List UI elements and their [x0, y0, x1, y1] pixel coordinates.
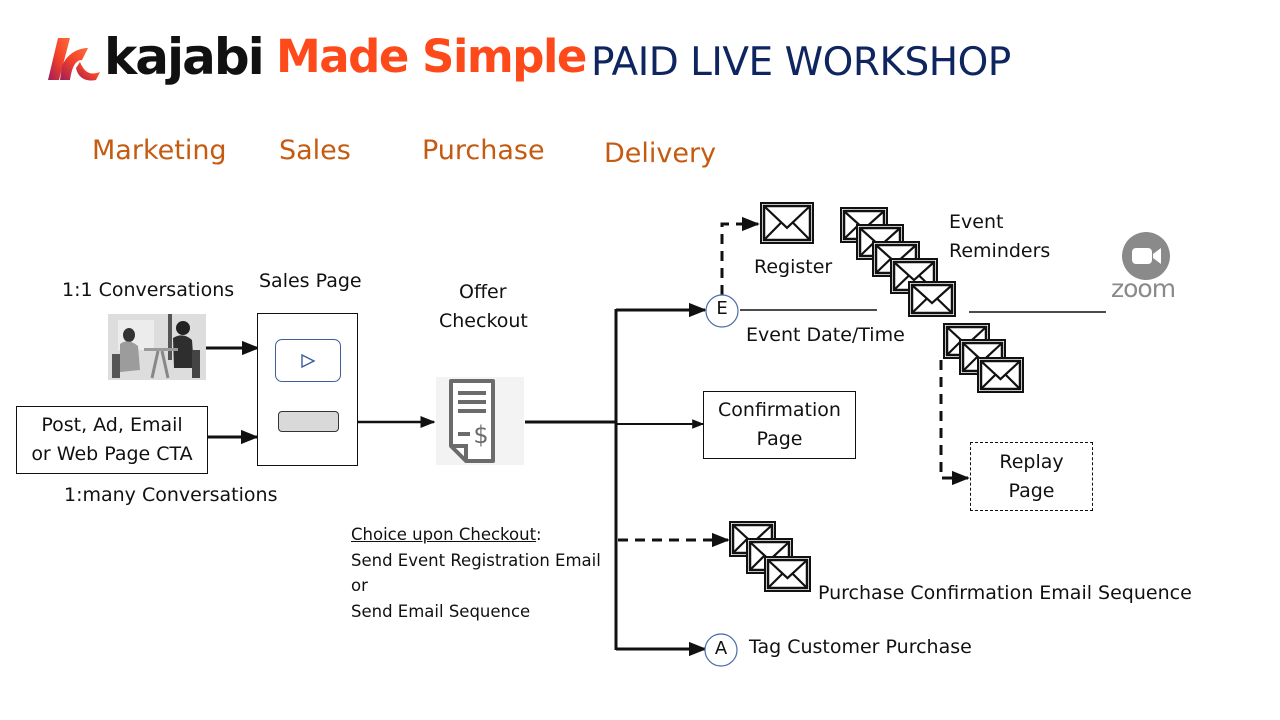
one-to-one-label: 1:1 Conversations — [62, 279, 235, 301]
confirmation-line-2: Page — [756, 428, 803, 450]
cta-line-2: or Web Page CTA — [31, 443, 193, 465]
stage-delivery: Delivery — [604, 138, 717, 169]
choice-heading: Choice upon Checkout — [351, 525, 537, 544]
zoom-wordmark: zoom — [1111, 274, 1176, 303]
sales-page-mockup — [257, 313, 358, 466]
confirmation-line-1: Confirmation — [718, 399, 841, 421]
stage-purchase: Purchase — [422, 135, 545, 166]
page-title: PAID LIVE WORKSHOP — [591, 40, 1011, 85]
replay-line-2: Page — [1008, 479, 1055, 502]
checkout-label: Checkout — [439, 310, 528, 332]
checkout-choice-note: Choice upon Checkout: Send Event Registr… — [351, 522, 601, 624]
register-label: Register — [754, 256, 833, 278]
arrow-event-to-register — [720, 216, 760, 295]
brand-name: kajabi — [104, 28, 265, 86]
people-at-table-icon — [108, 314, 206, 380]
offer-label: Offer — [459, 281, 507, 303]
replay-page-box: Replay Page — [970, 442, 1093, 511]
sales-page-label: Sales Page — [259, 270, 362, 292]
cta-line-1: Post, Ad, Email — [41, 414, 183, 436]
choice-line-1: Send Event Registration Email — [351, 550, 601, 570]
tag-label: Tag Customer Purchase — [749, 636, 972, 658]
buy-button[interactable] — [278, 411, 339, 432]
register-email-icon — [760, 202, 814, 244]
reminders-label-2: Reminders — [949, 240, 1051, 262]
replay-line-1: Replay — [999, 450, 1064, 473]
reminders-label-1: Event — [949, 211, 1004, 233]
svg-text:$: $ — [473, 421, 488, 449]
choice-colon: : — [536, 525, 542, 544]
kajabi-k-icon — [48, 38, 100, 81]
tag-node-label: A — [714, 638, 728, 659]
reminder-email-icon — [908, 281, 956, 317]
play-icon — [301, 353, 316, 368]
email-sequence-label: Purchase Confirmation Email Sequence — [818, 582, 1192, 604]
event-node — [705, 294, 739, 328]
event-datetime-label: Event Date/Time — [746, 324, 905, 346]
one-to-many-label: 1:many Conversations — [64, 484, 278, 506]
zoom-logo-icon — [1122, 232, 1170, 280]
event-node-label: E — [716, 298, 728, 319]
checkout-document-icon: $ — [436, 377, 524, 465]
choice-line-2: or — [351, 576, 368, 595]
choice-line-3: Send Email Sequence — [351, 601, 531, 621]
one-to-one-photo — [108, 314, 206, 380]
cta-box: Post, Ad, Email or Web Page CTA — [16, 406, 208, 474]
stage-sales: Sales — [279, 135, 351, 166]
tag-node — [704, 633, 738, 667]
purchase-email-icon — [764, 556, 811, 592]
post-event-email-icon — [977, 357, 1024, 393]
stage-marketing: Marketing — [92, 135, 227, 166]
video-player[interactable] — [275, 339, 341, 382]
brand-tagline: Made Simple — [276, 30, 587, 83]
arrow-to-replay — [939, 360, 970, 486]
confirmation-page-box: Confirmation Page — [703, 391, 856, 459]
